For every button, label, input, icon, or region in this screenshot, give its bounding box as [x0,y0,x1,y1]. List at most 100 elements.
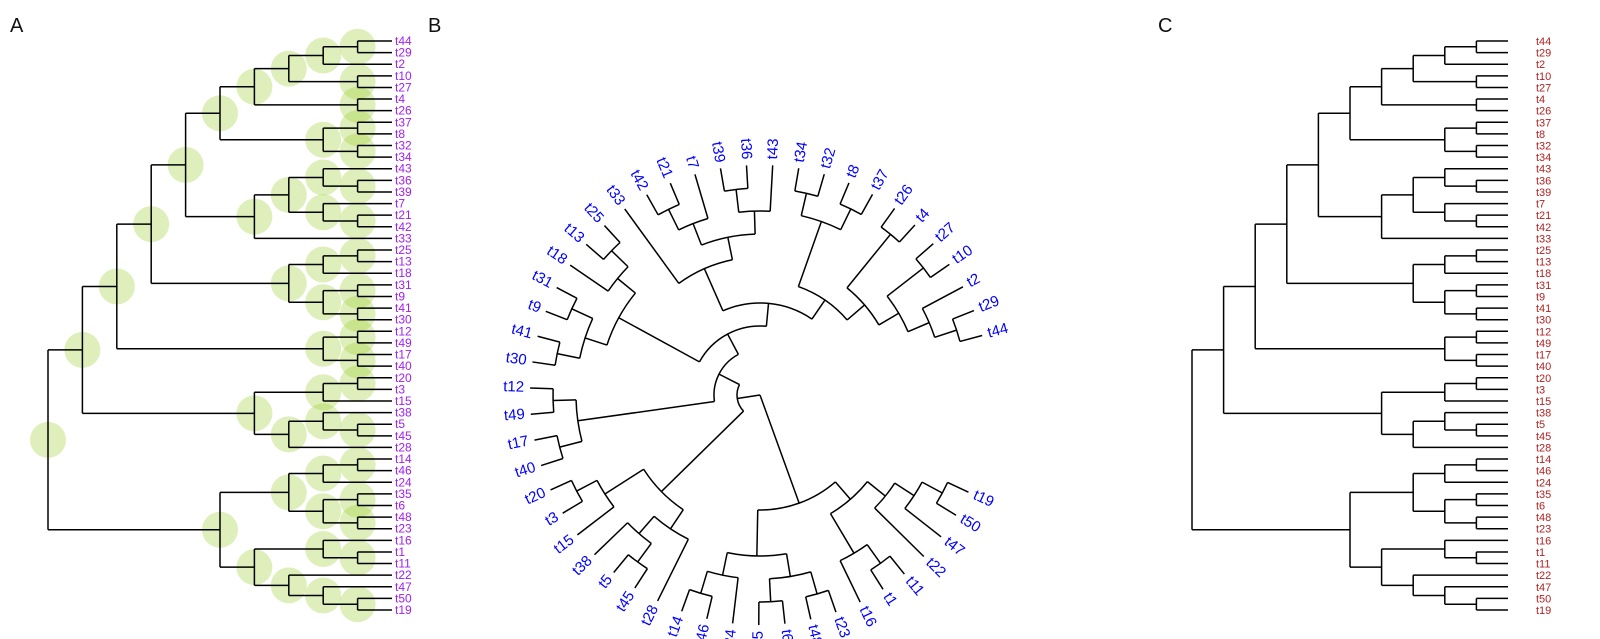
tip-label: t49 [395,336,412,350]
tip-label: t34 [395,150,412,164]
branch-radial [603,225,621,244]
branch-radial [952,309,975,320]
branch-radial [618,317,700,363]
branch-arc [839,543,868,562]
tip-label: t23 [1536,524,1551,536]
tip-label: t37 [395,115,412,129]
branch-arc [886,295,909,332]
branch-radial [611,250,629,268]
tip-label: t8 [843,162,864,180]
branch-radial [894,482,915,497]
tip-label: t26 [891,181,917,208]
tip-label: t18 [395,266,412,280]
tip-label: t46 [692,623,713,639]
branch-radial [562,500,583,514]
branch-radial [557,352,580,359]
branch-radial [731,577,739,624]
tip-label: t46 [395,464,412,478]
branch-radial [921,481,943,494]
branch-arc [870,555,891,571]
tip-label: t23 [395,522,412,536]
branch-arc [839,203,862,216]
branch-radial [889,555,905,575]
tip-label: t49 [503,406,525,425]
tip-label: t2 [964,270,983,291]
branch-arc [566,297,578,320]
branch-radial [810,571,818,595]
branch-radial [585,243,605,260]
tip-label: t27 [1536,82,1551,94]
branch-radial [553,399,577,402]
branch-radial [781,600,786,624]
branch-arc [921,308,936,338]
tip-label: t4 [1536,94,1545,106]
tip-label: t18 [544,242,571,268]
panel-a-label: A [10,15,24,37]
branch-radial [840,208,852,230]
branch-radial [886,267,924,297]
tip-label: t7 [395,197,405,211]
branch-radial [540,457,564,467]
branch-arc [678,259,733,284]
branch-radial [593,522,629,556]
tip-label: t6 [778,629,796,639]
tip-label: t5 [395,417,405,431]
branch-radial [866,481,886,497]
tip-label: t28 [638,602,663,628]
branch-arc [678,217,709,231]
tip-label: t13 [1536,257,1551,269]
branch-radial [576,479,598,492]
tip-label: t25 [395,243,412,257]
branch-radial [839,182,850,205]
tip-label: t24 [395,475,412,489]
branch-radial [669,509,684,530]
tip-label: t19 [971,487,997,511]
branch-radial [765,303,770,327]
panel-b-edges [530,165,983,626]
branch-radial [584,337,608,346]
branch-radial [692,223,703,246]
branch-radial [959,334,983,343]
panel-c-rectangular-tree-aligned-labels: t44t29t2t10t27t4t26t37t8t32t34t43t36t39t… [1191,36,1551,617]
tip-label: t20 [522,484,548,508]
tip-label: t16 [395,533,412,547]
branch-radial [756,509,759,556]
branch-radial [576,506,615,536]
tip-label: t31 [529,267,555,292]
branch-arc [846,287,880,326]
branch-radial [839,560,861,603]
panel-b-tip-labels: t44t29t2t10t27t4t26t37t8t32t34t43t36t39t… [503,138,1010,639]
tip-label: t44 [986,320,1011,342]
branch-radial [634,568,649,589]
branch-arc [880,226,900,243]
branch-radial [759,394,800,504]
tip-label: t26 [395,104,412,118]
tip-label: t48 [1536,512,1551,524]
branch-radial [898,224,916,243]
branch-radial [530,387,554,390]
tip-label: t41 [1536,303,1551,315]
branch-arc [904,481,923,509]
branch-radial [624,208,680,284]
tip-label: t50 [1536,593,1551,605]
panel-a-rectangular-tree-with-node-circles: t44t29t2t10t27t4t26t37t8t32t34t43t36t39t… [30,28,412,623]
branch-radial [827,590,837,613]
tip-label: t12 [1536,326,1551,338]
tip-label: t24 [1536,477,1551,489]
branch-arc [951,318,961,342]
branch-radial [745,165,749,189]
tip-label: t5 [1536,419,1545,431]
branch-arc [627,554,648,570]
tip-label: t44 [1536,36,1551,48]
branch-arc [607,266,629,292]
tip-label: t9 [395,289,405,303]
branch-radial [870,569,884,590]
tip-label: t25 [1536,245,1551,257]
branch-radial [737,394,761,400]
branch-radial [530,411,554,415]
branch-radial [660,410,745,493]
tip-label: t15 [551,531,578,557]
branch-radial [637,542,652,563]
